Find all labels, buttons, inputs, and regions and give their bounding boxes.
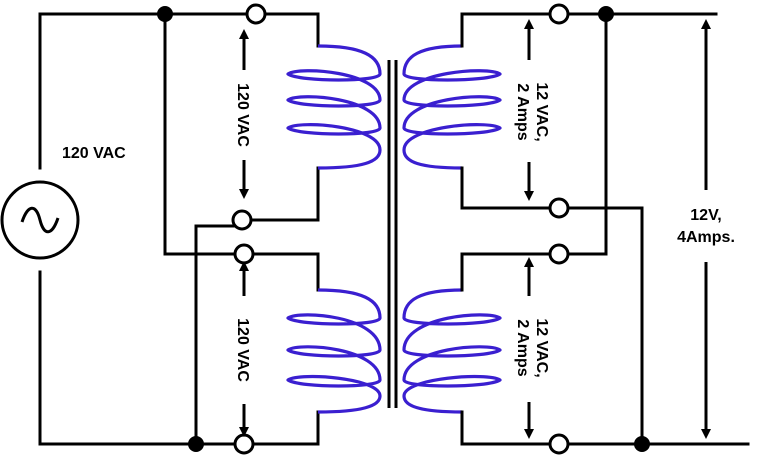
secondary-top-label: 12 VAC, 2 Amps bbox=[514, 82, 550, 141]
terminal bbox=[548, 197, 570, 219]
primary-top-coil-lead bbox=[264, 12, 320, 48]
junction-dot bbox=[188, 436, 204, 452]
transformer-core bbox=[387, 60, 398, 408]
secondary-top-coil-end bbox=[460, 166, 554, 210]
terminal bbox=[233, 243, 255, 265]
secondary-bottom-coil-start bbox=[460, 252, 554, 292]
secondary-bottom-coil-lead bbox=[460, 410, 554, 446]
secondary-wiring bbox=[460, 3, 750, 455]
primary-bottom-coil-start bbox=[252, 252, 320, 292]
terminal bbox=[233, 433, 255, 455]
primary-bottom-voltage-label: 120 VAC bbox=[234, 318, 251, 382]
primary-bottom-coil-lead bbox=[252, 410, 320, 446]
primary-top-voltage-label: 120 VAC bbox=[234, 83, 251, 147]
secondary-bottom-coil bbox=[402, 288, 502, 414]
output-label-line2: 4Amps. bbox=[677, 229, 735, 246]
output-label-line1: 12V, bbox=[690, 207, 721, 224]
jumper-to-bottom-rail bbox=[564, 206, 644, 446]
terminal bbox=[231, 209, 253, 231]
primary-wiring bbox=[38, 3, 320, 455]
primary-top-coil-end bbox=[250, 166, 320, 222]
secondary-bottom-label-line1: 12 VAC, bbox=[533, 318, 550, 377]
source-voltage-label: 120 VAC bbox=[62, 145, 126, 162]
primary-bottom-coil bbox=[286, 288, 382, 414]
junction-dot bbox=[598, 6, 614, 22]
secondary-top-coil bbox=[402, 44, 502, 170]
primary-top-coil bbox=[286, 44, 382, 170]
ac-source: 120 VAC bbox=[0, 145, 126, 260]
terminal bbox=[548, 3, 570, 25]
secondary-top-label-line2: 2 Amps bbox=[514, 83, 531, 140]
secondary-top-coil-lead bbox=[460, 12, 554, 48]
jumper-bottom-to-middle bbox=[194, 224, 235, 446]
secondary-top-label-line1: 12 VAC, bbox=[533, 82, 550, 141]
jumper-to-top-rail bbox=[564, 12, 608, 256]
sine-wave-icon bbox=[20, 206, 60, 234]
junction-dot bbox=[634, 436, 650, 452]
secondary-bottom-label: 12 VAC, 2 Amps bbox=[514, 318, 550, 377]
terminal bbox=[548, 243, 570, 265]
secondary-bottom-label-line2: 2 Amps bbox=[514, 319, 531, 376]
junction-dot bbox=[157, 6, 173, 22]
terminal bbox=[548, 433, 570, 455]
jumper-top-to-middle bbox=[163, 12, 244, 256]
terminal bbox=[245, 3, 267, 25]
